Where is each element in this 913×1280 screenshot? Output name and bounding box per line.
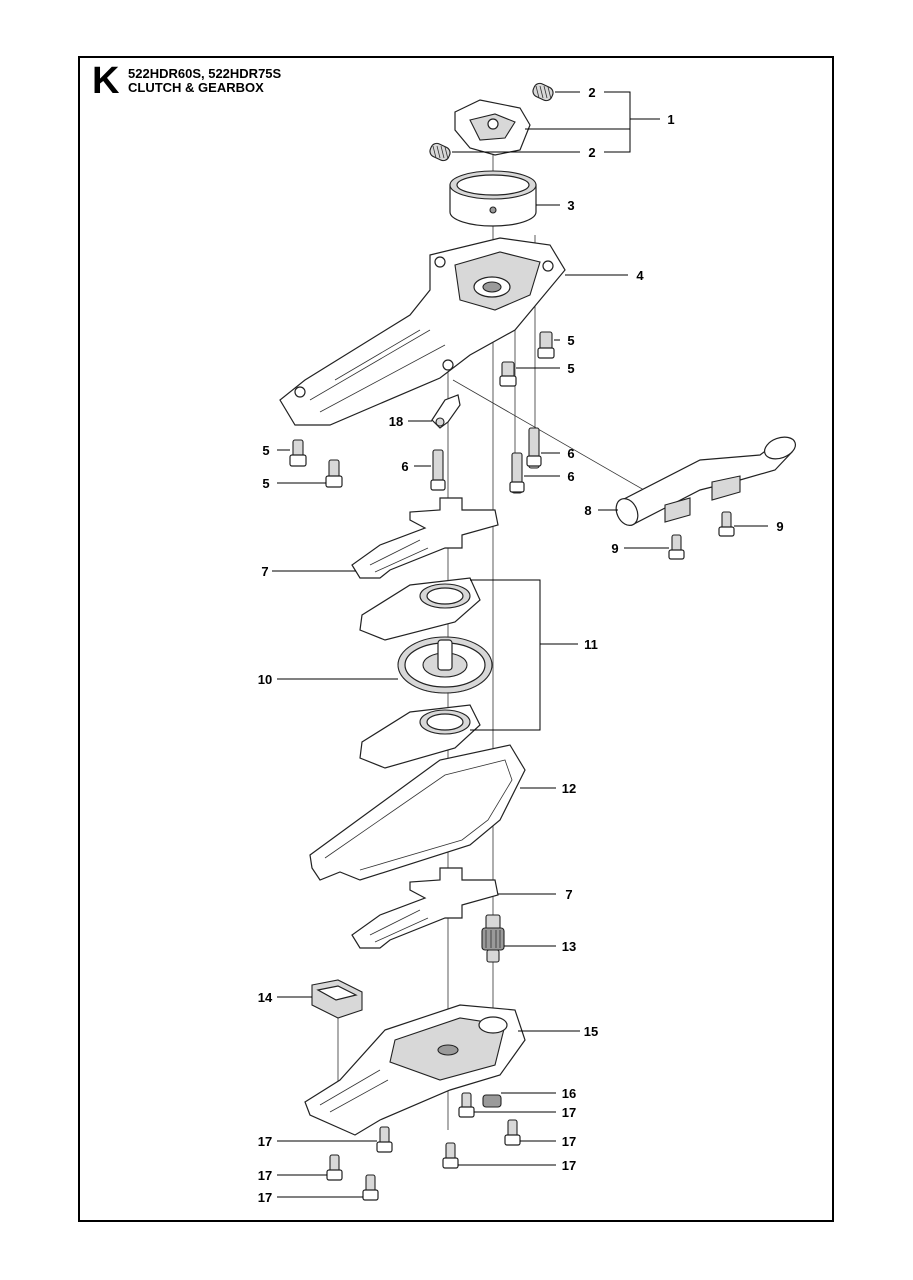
callout-3: 3 — [567, 198, 574, 213]
callout-17-b: 17 — [562, 1134, 576, 1149]
callout-10: 10 — [258, 672, 272, 687]
clutch-assembly — [454, 99, 531, 156]
gearbox-housing — [279, 237, 566, 426]
callout-6-c: 6 — [567, 469, 574, 484]
screw-17-c — [376, 1126, 393, 1153]
screw-6-c — [430, 449, 446, 491]
screw-5-right-lower — [499, 361, 517, 387]
callout-9-left: 9 — [611, 541, 618, 556]
bracket-clip — [431, 394, 461, 429]
clutch-spring-top — [532, 82, 554, 102]
screw-5-left-lower — [325, 459, 343, 488]
callout-2-top: 2 — [588, 85, 595, 100]
gearbox-gasket — [309, 744, 526, 881]
callout-2-bottom: 2 — [588, 145, 595, 160]
callout-17-e: 17 — [258, 1168, 272, 1183]
callout-6-b: 6 — [401, 459, 408, 474]
callout-14: 14 — [258, 990, 273, 1005]
screw-5-right-upper — [537, 331, 555, 359]
callout-labels: 2 1 2 3 4 5 5 5 5 6 6 6 18 8 9 9 7 11 10… — [258, 85, 784, 1205]
screw-9-left — [668, 534, 685, 560]
screw-9-right — [718, 511, 735, 537]
screw-17-f — [362, 1174, 379, 1201]
drive-gear — [397, 636, 493, 694]
callout-12: 12 — [562, 781, 576, 796]
section-letter: K — [92, 60, 120, 102]
section-title: CLUTCH & GEARBOX — [128, 79, 264, 95]
callout-11: 11 — [584, 637, 598, 652]
screw-6-b — [509, 452, 525, 494]
model-numbers: 522HDR60S, 522HDR75S — [128, 66, 282, 81]
callout-7-lower: 7 — [565, 887, 572, 902]
pinion-shaft — [481, 914, 505, 963]
screw-6-a — [526, 427, 542, 469]
screw-5-left-upper — [289, 439, 307, 467]
callout-4: 4 — [636, 268, 644, 283]
callout-17-f: 17 — [258, 1190, 272, 1205]
callout-17-a: 17 — [562, 1105, 576, 1120]
handle-tube — [615, 436, 797, 526]
callout-1: 1 — [667, 112, 674, 127]
screw-17-b — [504, 1119, 521, 1146]
leader-lines — [272, 91, 768, 1198]
rubber-holder — [311, 979, 363, 1019]
callout-6-a: 6 — [567, 446, 574, 461]
callout-5-c: 5 — [262, 443, 269, 458]
callout-15: 15 — [584, 1024, 598, 1039]
clutch-drum — [449, 170, 537, 227]
oil-plug — [482, 1094, 502, 1108]
diagram-header: 522HDR60S, 522HDR75S CLUTCH & GEARBOX — [128, 67, 281, 94]
callout-17-d: 17 — [258, 1134, 272, 1149]
callout-16: 16 — [562, 1086, 576, 1101]
callout-13: 13 — [562, 939, 576, 954]
callout-17-c: 17 — [562, 1158, 576, 1173]
callout-5-d: 5 — [262, 476, 269, 491]
screw-17-e — [326, 1154, 343, 1181]
callout-7-upper: 7 — [261, 564, 268, 579]
callout-5-a: 5 — [567, 333, 574, 348]
callout-18: 18 — [389, 414, 403, 429]
callout-5-b: 5 — [567, 361, 574, 376]
bearing-plate-upper — [359, 577, 481, 641]
gearbox-plate-upper — [351, 497, 499, 579]
screw-17-a — [458, 1092, 475, 1118]
clutch-spring-bottom — [429, 142, 451, 162]
bearing-plate-lower — [359, 704, 481, 769]
callout-9-right: 9 — [776, 519, 783, 534]
screw-17-d — [442, 1142, 459, 1169]
diagram-frame — [78, 56, 834, 1222]
callout-8: 8 — [584, 503, 591, 518]
gearbox-cover — [304, 1004, 526, 1136]
gearbox-plate-lower — [351, 867, 499, 949]
